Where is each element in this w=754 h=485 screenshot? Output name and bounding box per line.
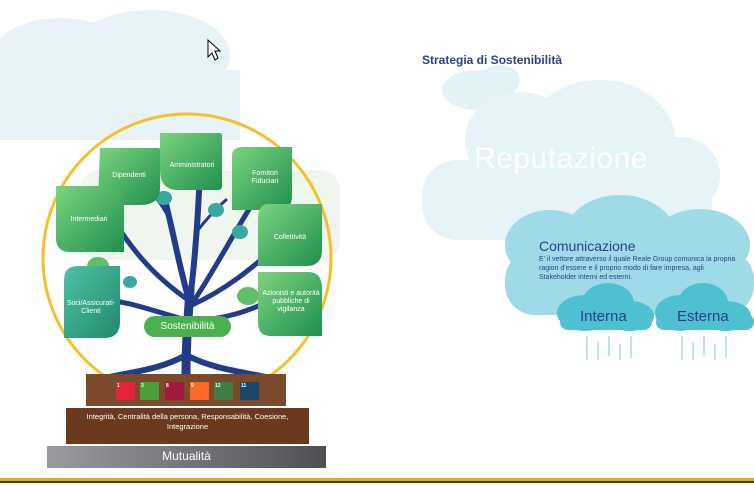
leaf-fornitori: [232, 147, 292, 210]
values-text: Integrità, Centralità della persona, Res…: [86, 412, 289, 431]
internal-cloud: [557, 283, 654, 331]
communication-body: E' il vettore attraverso il quale Reale …: [539, 256, 736, 281]
reputation-label: Reputazione: [474, 142, 648, 175]
leaf-collettivita: [258, 204, 322, 266]
leaf-label-dipendenti: Dipendenti: [112, 172, 146, 179]
leaf-label-amministratori: Amministratori: [169, 162, 215, 169]
sdg-goal-11: 11: [240, 382, 259, 400]
sustainability-label: Sostenibilità: [144, 316, 231, 337]
sdg-goal-1: 1: [116, 382, 135, 400]
footer-line-dark: [0, 481, 754, 483]
leaf-label-intermediari: Intermediari: [70, 216, 108, 223]
arrow-cursor-icon: [207, 38, 222, 61]
leaf-intermediari: [56, 186, 124, 252]
leaf-azionisti: [258, 272, 322, 336]
page-title: Strategia di Sostenibilità: [422, 53, 563, 67]
mutuality-base: [47, 446, 326, 468]
values-base: [66, 408, 309, 444]
leaf-label-fornitori: Fornitori Fiduciari: [251, 170, 279, 185]
leaf-amministratori: [160, 133, 222, 190]
leaf-label-soci: Soci/Assicurati-Clienti: [66, 300, 116, 315]
internal-label: Interna: [580, 308, 627, 325]
external-cloud: [655, 283, 754, 331]
leaf-soci: [64, 266, 120, 338]
rain-lines: [586, 336, 727, 360]
sdg-goal-3: 3: [140, 382, 159, 400]
reputation-cloud: [422, 80, 720, 240]
footer-line: [0, 478, 754, 481]
mutuality-label: Mutualità: [162, 449, 211, 463]
leaf-label-collettivita: Collettività: [273, 234, 307, 241]
sdg-goal-12: 12: [214, 382, 233, 400]
background-cloud: [0, 10, 240, 140]
external-label: Esterna: [677, 308, 729, 325]
communication-heading: Comunicazione: [539, 238, 636, 254]
sdg-goal-8: 8: [165, 382, 184, 400]
leaf-label-azionisti: Azionisti e autorità pubbliche di vigila…: [262, 290, 320, 313]
sdg-goal-9: 9: [190, 382, 209, 400]
